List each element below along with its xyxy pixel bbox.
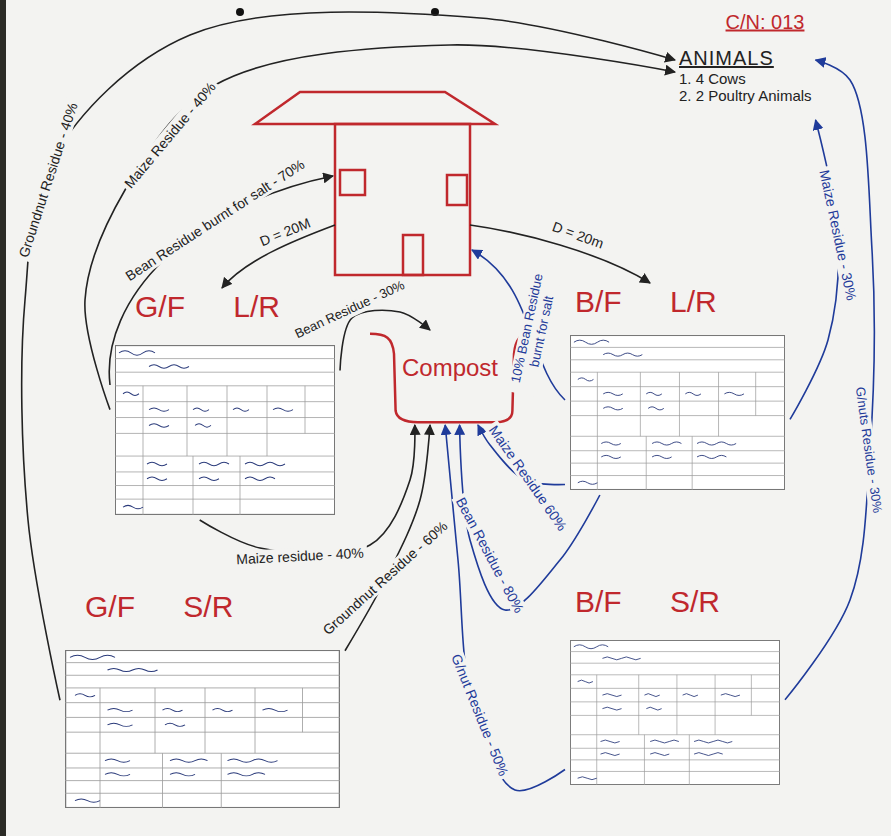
animals-heading: ANIMALS bbox=[679, 47, 812, 70]
compost-label: Compost bbox=[370, 354, 530, 382]
record-card bbox=[570, 640, 780, 785]
flow-label: Bean Residue - 30% bbox=[290, 277, 410, 343]
house-drawing bbox=[255, 92, 495, 275]
flow-label: 10% Bean Residue burnt for salt bbox=[507, 263, 563, 397]
animals-list: ANIMALS1. 4 Cows2. 2 Poultry Animals bbox=[675, 45, 816, 135]
flow-label: Maize Residue - 30% bbox=[816, 165, 861, 304]
flow-label: Maize Residue - 40% bbox=[119, 77, 221, 194]
chart-number: C/N: 013 bbox=[723, 11, 808, 34]
flow-arrow bbox=[785, 60, 874, 700]
flow-arrow bbox=[460, 425, 600, 610]
compost-pit: Compost bbox=[370, 330, 530, 425]
flow-label: G/nuts Residue - 30% bbox=[851, 383, 884, 517]
distance-label: D = 20M bbox=[254, 213, 315, 250]
flow-arrow bbox=[85, 45, 675, 410]
flow-label: Groundnut Residue - 60% bbox=[317, 516, 453, 640]
pit-outline-path bbox=[370, 333, 530, 422]
record-card bbox=[65, 651, 340, 808]
flow-label: G/nut Residue - 50% bbox=[447, 649, 513, 781]
pin-hole bbox=[236, 8, 244, 16]
flow-arrow bbox=[200, 425, 415, 554]
table-edge bbox=[0, 0, 6, 836]
record-card bbox=[115, 346, 335, 515]
field-plot: B/F L/R bbox=[565, 285, 790, 495]
flow-label: Maize residue - 40% bbox=[233, 544, 367, 567]
animal-item: 2. 2 Poultry Animals bbox=[679, 87, 812, 104]
flow-arrow bbox=[445, 425, 565, 791]
record-card bbox=[570, 336, 785, 490]
flow-label: Maize Residue 60% bbox=[484, 420, 572, 536]
distance-label: D = 20m bbox=[547, 217, 608, 252]
field-heading: B/F L/R bbox=[575, 285, 790, 320]
flow-label: Bean Residue burnt for salt - 70% bbox=[120, 154, 310, 285]
field-plot: B/F S/R bbox=[565, 585, 785, 790]
field-heading: B/F S/R bbox=[575, 585, 785, 620]
animal-item: 1. 4 Cows bbox=[679, 70, 812, 87]
field-plot: G/F S/R bbox=[60, 590, 345, 815]
field-heading: G/F S/R bbox=[85, 590, 345, 625]
flow-label: Groundnut Residue - 40% bbox=[14, 98, 81, 263]
flow-label: Bean Residue - 80% bbox=[451, 492, 528, 618]
